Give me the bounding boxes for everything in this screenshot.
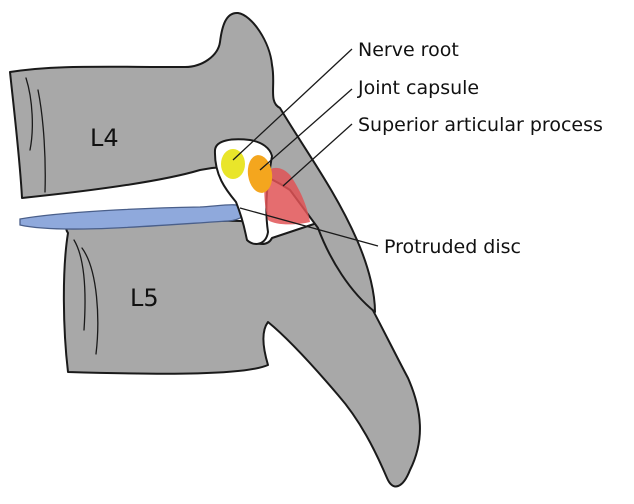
- l4-label: L4: [90, 124, 119, 152]
- superior-articular-process-label: Superior articular process: [358, 114, 603, 136]
- nerve-root-label: Nerve root: [358, 39, 459, 61]
- joint-capsule-label: Joint capsule: [357, 77, 479, 99]
- nerve-root: [221, 149, 245, 179]
- l5-vertebra: [64, 221, 420, 487]
- protruded-disc-label: Protruded disc: [384, 236, 521, 258]
- l5-label: L5: [130, 284, 159, 312]
